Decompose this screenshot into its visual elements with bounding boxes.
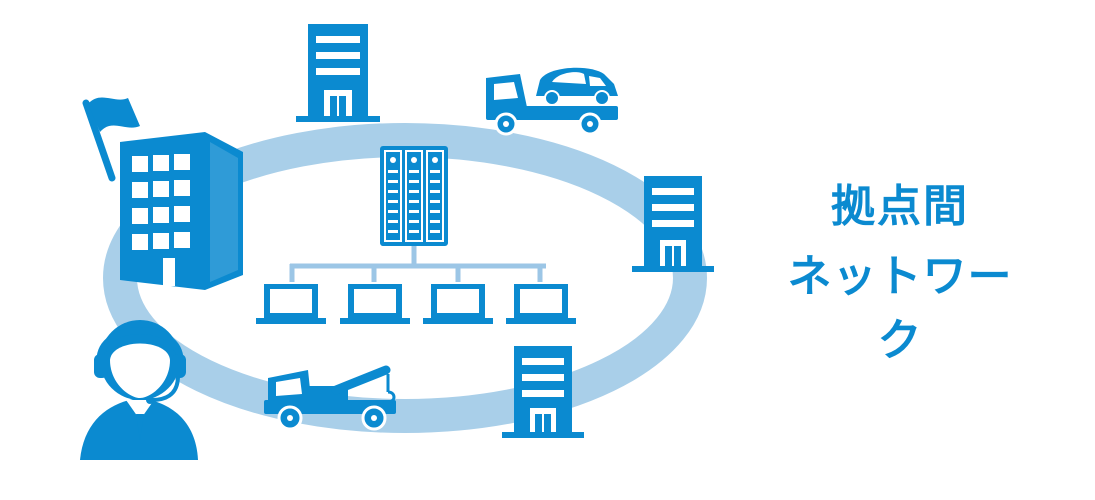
headquarters-building-icon [120, 132, 243, 290]
office-building-icon [296, 24, 380, 122]
laptop-icon [506, 284, 576, 324]
network-tree-lines [289, 246, 546, 282]
laptop-icon [256, 284, 326, 324]
server-rack-icon [380, 146, 448, 246]
office-building-icon [632, 176, 714, 272]
title-line-2: ネットワーク [787, 251, 1013, 366]
laptop-icon [340, 284, 410, 324]
flag-icon [82, 97, 140, 182]
operator-headset-icon [80, 320, 198, 460]
car-carrier-truck-icon [486, 67, 618, 136]
title-line-1: 拠点間 [831, 181, 969, 232]
laptop-icon [423, 284, 493, 324]
office-building-icon [502, 346, 584, 438]
tow-truck-icon [264, 365, 396, 431]
